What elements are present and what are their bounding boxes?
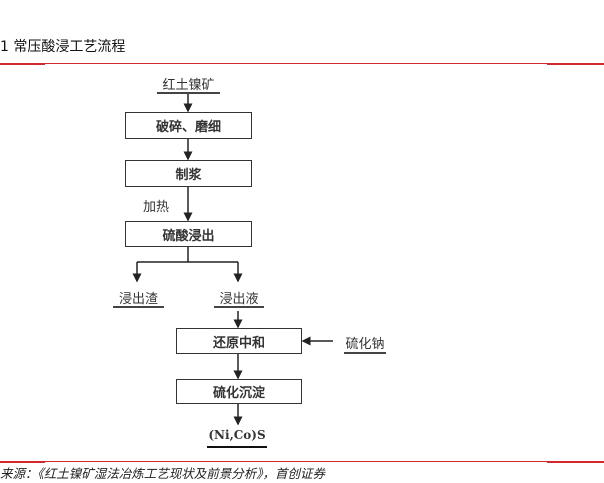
step-reduce-neutralize: 还原中和 <box>176 328 302 354</box>
leachate-underline <box>214 306 264 308</box>
top-divider <box>0 63 604 65</box>
reagent-label: 硫化钠 <box>345 337 385 352</box>
step-slurry: 制浆 <box>125 160 252 187</box>
step-crush-grind: 破碎、磨细 <box>125 112 252 139</box>
input-underline <box>157 92 220 94</box>
leachate-label: 浸出液 <box>219 292 259 307</box>
reagent-underline <box>344 352 386 354</box>
product-underline <box>207 446 267 448</box>
input-label: 红土镍矿 <box>162 78 215 93</box>
product-label: (Ni,Co)S <box>208 428 266 442</box>
residue-label: 浸出渣 <box>118 292 158 307</box>
figure-title: 1 常压酸浸工艺流程 <box>0 39 126 55</box>
bottom-divider <box>0 461 604 463</box>
source-note: 来源：《红土镍矿湿法冶炼工艺现状及前景分析》，首创证券 <box>0 466 326 481</box>
residue-underline <box>113 306 164 308</box>
step-sulfide-precipitation: 硫化沉淀 <box>176 379 302 404</box>
step-acid-leach: 硫酸浸出 <box>125 221 252 247</box>
heat-label: 加热 <box>143 200 170 215</box>
